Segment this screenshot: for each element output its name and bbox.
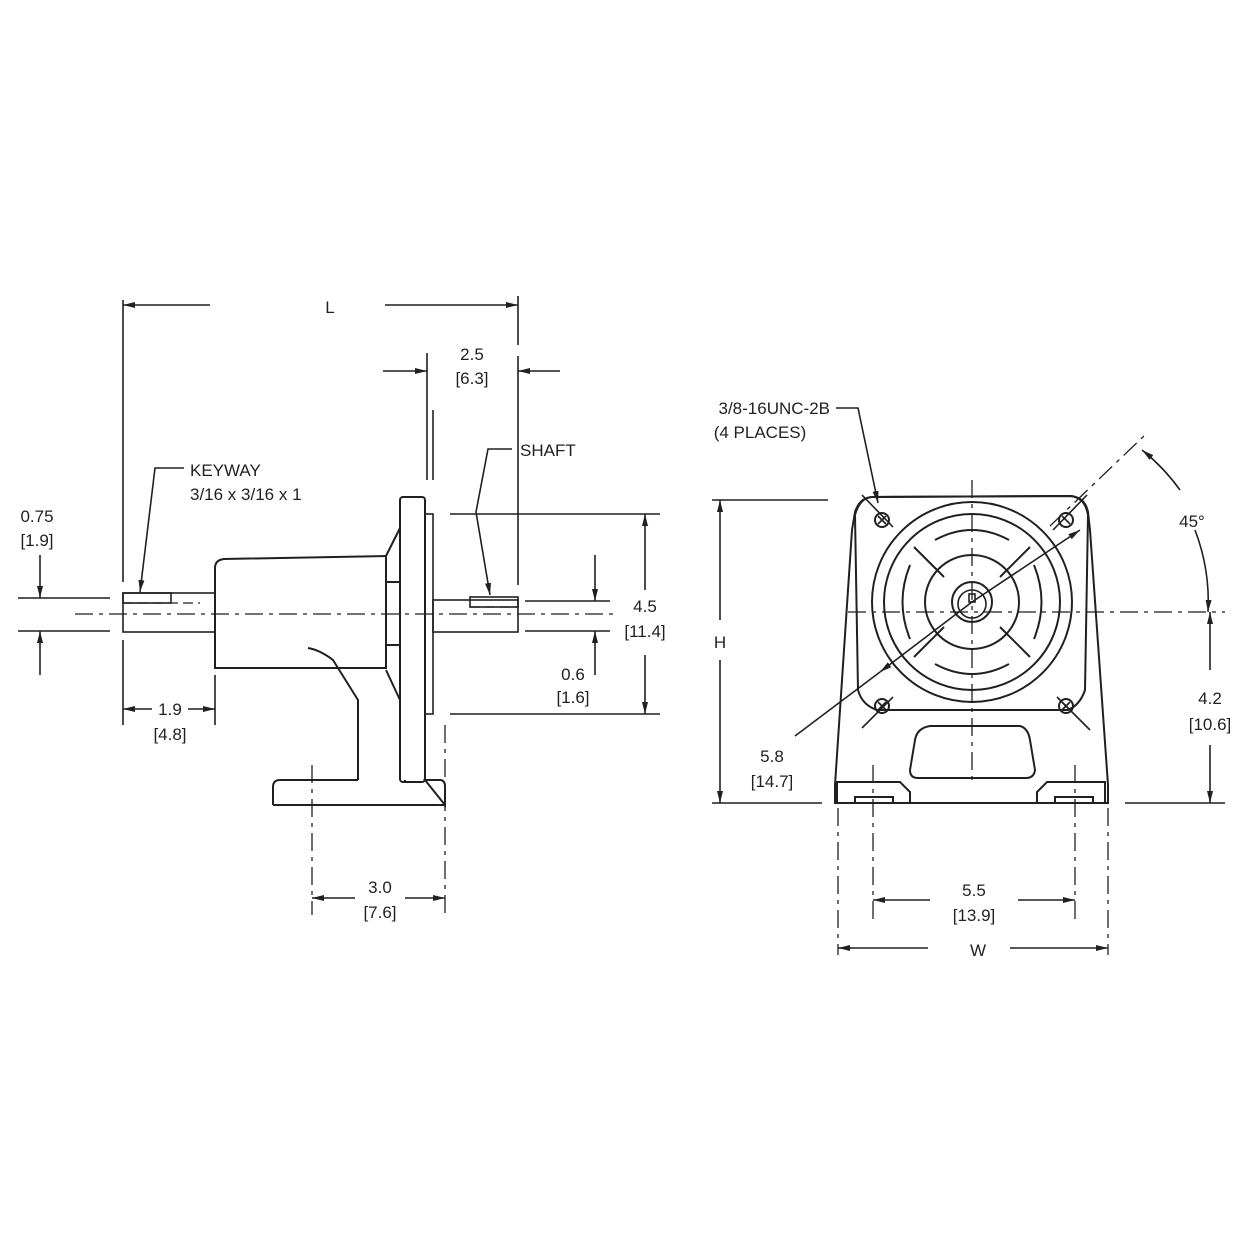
- tapped-hole-callout: 3/8-16UNC-2B (4 PLACES): [714, 399, 879, 504]
- bolt-circle-value: 5.8: [760, 747, 784, 766]
- dimension-angle: 45°: [1141, 449, 1212, 613]
- angle-value: 45°: [1179, 512, 1205, 531]
- mount-spacing-metric: [13.9]: [953, 906, 996, 925]
- hole-icon: [1058, 512, 1074, 528]
- dimension-center-height: 4.2 [10.6]: [1125, 612, 1232, 804]
- flange-height-metric: [11.4]: [624, 622, 665, 641]
- height-label: H: [714, 633, 726, 652]
- shaft-extension-metric: [6.3]: [455, 369, 488, 388]
- foot-width-metric: [7.6]: [363, 903, 396, 922]
- front-view: 3/8-16UNC-2B (4 PLACES): [712, 399, 1231, 960]
- keyway-label: KEYWAY: [190, 461, 261, 480]
- output-shaft-dia-value: 0.6: [561, 665, 585, 684]
- hole-icon: [874, 698, 890, 714]
- dimension-shaft-extension: 2.5 [6.3]: [383, 345, 560, 480]
- angle-reference-line: [1049, 434, 1146, 527]
- input-shaft-dia-metric: [1.9]: [20, 531, 53, 550]
- mount-spacing-value: 5.5: [962, 881, 986, 900]
- dimension-flange-height: 4.5 [11.4]: [450, 513, 666, 715]
- length-label: L: [325, 298, 334, 317]
- shaft-label: SHAFT: [520, 441, 576, 460]
- input-shaft-length-value: 1.9: [158, 700, 182, 719]
- tap-label: 3/8-16UNC-2B: [719, 399, 831, 418]
- keyway-callout: KEYWAY 3/16 x 3/16 x 1: [138, 461, 302, 593]
- foot-width-value: 3.0: [368, 878, 392, 897]
- dimension-foot-width: 3.0 [7.6]: [311, 725, 446, 922]
- dimension-bolt-circle: 5.8 [14.7]: [751, 529, 1081, 791]
- mounting-holes: [861, 494, 1091, 731]
- dimension-input-shaft-dia: 0.75 [1.9]: [18, 507, 110, 675]
- output-shaft-dia-metric: [1.6]: [556, 688, 589, 707]
- dimension-width: W: [837, 808, 1109, 960]
- dimension-mount-spacing: 5.5 [13.9]: [872, 765, 1076, 925]
- shaft-extension-value: 2.5: [460, 345, 484, 364]
- bolt-circle-metric: [14.7]: [751, 772, 794, 791]
- dimension-length: L: [122, 296, 519, 585]
- dimension-height: H: [712, 499, 828, 804]
- input-shaft-length-metric: [4.8]: [153, 725, 186, 744]
- keyway-size: 3/16 x 3/16 x 1: [190, 485, 302, 504]
- input-shaft-dia-value: 0.75: [20, 507, 53, 526]
- center-height-metric: [10.6]: [1189, 715, 1232, 734]
- center-height-value: 4.2: [1198, 689, 1222, 708]
- tap-places: (4 PLACES): [714, 423, 807, 442]
- width-label: W: [970, 941, 986, 960]
- gearbox-housing: [214, 496, 446, 808]
- flange-height-value: 4.5: [633, 597, 657, 616]
- dimension-input-shaft-length: 1.9 [4.8]: [122, 640, 216, 744]
- shaft-callout: SHAFT: [475, 441, 576, 596]
- dimension-output-shaft-dia: 0.6 [1.6]: [525, 555, 610, 707]
- input-shaft: [122, 592, 216, 633]
- output-shaft: [432, 596, 519, 633]
- side-view: L 2.5 [6.3] KEYWAY 3/16 x 3/16 x 1 SHAFT: [18, 296, 666, 922]
